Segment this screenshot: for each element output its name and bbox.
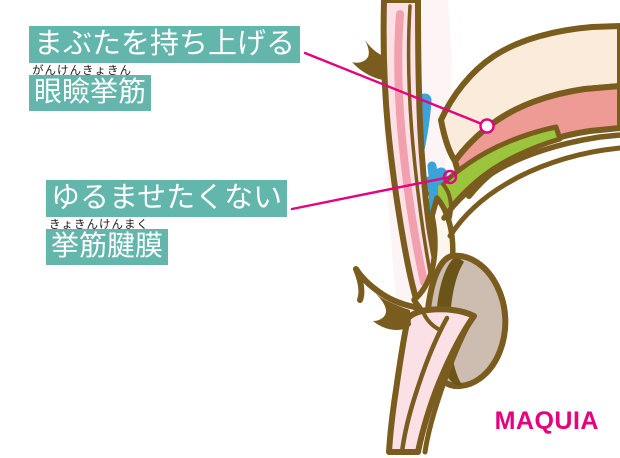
brow-hook <box>352 40 386 80</box>
annotation-term-aponeurosis: 挙筋腱膜 <box>46 229 169 266</box>
skin-inner-line <box>406 4 435 290</box>
marker-aponeurosis <box>442 169 458 185</box>
annotation-headline-levator: まぶたを持ち上げる <box>29 26 301 63</box>
leader-line-aponeurosis <box>290 175 452 211</box>
orbital-septum-line <box>441 132 620 221</box>
lower-lid-crease <box>399 315 450 455</box>
orbicularis-strand <box>394 10 428 286</box>
lower-lid-margin <box>422 315 475 455</box>
marker-levator <box>479 118 495 134</box>
annotation-term-levator: 眼瞼挙筋 <box>29 75 152 112</box>
eyelash-lower <box>373 294 411 330</box>
maquia-logo: MAQUIA <box>494 407 599 435</box>
orbital-septum-line-2 <box>447 145 620 239</box>
leader-line-levator-group <box>303 51 495 134</box>
annotation-furigana-levator: がんけんきょきん <box>32 62 132 77</box>
fornix-line <box>422 312 442 332</box>
annotation-headline-aponeurosis: ゆるませたくない <box>46 180 288 217</box>
annotation-levator-palpebrae: まぶたを持ち上げる がんけんきょきん 眼瞼挙筋 <box>29 26 301 112</box>
annotation-levator-aponeurosis: ゆるませたくない きょきんけんまく 挙筋腱膜 <box>46 180 288 266</box>
eyelash-upper <box>353 266 422 311</box>
annotation-furigana-aponeurosis: きょきんけんまく <box>49 216 149 231</box>
leader-line-aponeurosis-group <box>290 169 458 211</box>
leader-line-levator <box>303 51 489 128</box>
